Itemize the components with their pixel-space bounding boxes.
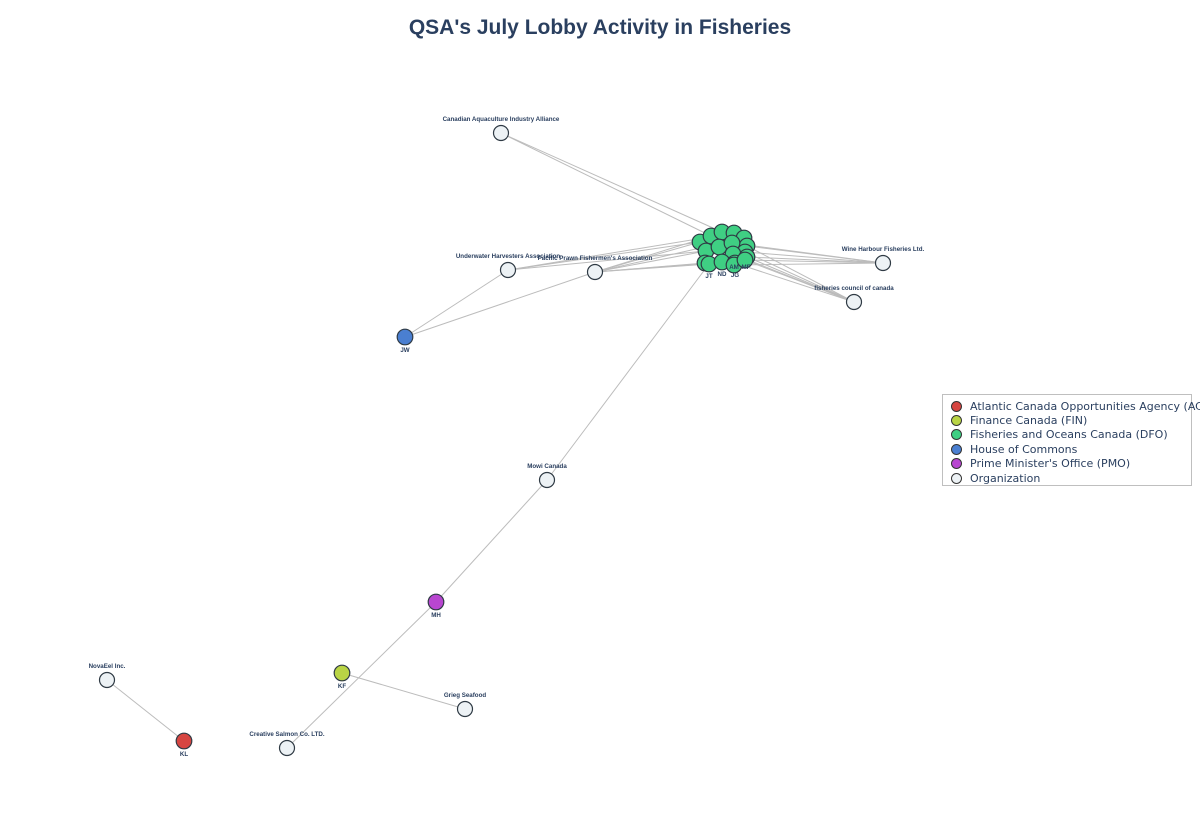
node-label: Grieg Seafood [444, 692, 487, 699]
legend-label: House of Commons [970, 442, 1078, 456]
node-underwater-harvesters-association[interactable]: Underwater Harvesters Association [456, 253, 561, 279]
node-label: fisheries council of canada [814, 285, 894, 292]
node-label: MH [431, 612, 441, 619]
node-label: Canadian Aquaculture Industry Alliance [443, 116, 560, 123]
legend-item-fin[interactable]: Finance Canada (FIN) [951, 413, 1191, 427]
edge-kl-novaeel [106, 679, 185, 742]
edge-whf-d10 [744, 251, 884, 264]
legend-label: Prime Minister's Office (PMO) [970, 457, 1131, 471]
node-label: JW [400, 347, 409, 354]
legend-swatch [951, 429, 962, 441]
edge-fcc-d16 [734, 262, 855, 303]
legend-label: Fisheries and Oceans Canada (DFO) [970, 428, 1168, 442]
node-jt[interactable]: JT [700, 255, 718, 280]
node-label: JG [731, 272, 739, 279]
legend-label: Organization [970, 471, 1041, 485]
edge-caia-d2 [500, 132, 712, 237]
legend-item-dfo[interactable]: Fisheries and Oceans Canada (DFO) [951, 428, 1191, 442]
edge-whf-d18 [744, 259, 884, 264]
node-mf[interactable]: MF [736, 251, 754, 271]
node-label: Mowi Canada [527, 463, 567, 470]
edge-fcc-d18 [744, 259, 855, 303]
legend-swatch [951, 443, 962, 455]
node-wine-harbour-fisheries-ltd[interactable]: Wine Harbour Fisheries Ltd. [842, 246, 925, 272]
node-label: NovaEel Inc. [89, 663, 126, 670]
node-marker[interactable] [736, 251, 754, 269]
node-creative-salmon-co-ltd[interactable]: Creative Salmon Co. LTD. [249, 731, 325, 757]
node-fisheries-council-of-canada[interactable]: fisheries council of canada [814, 285, 894, 311]
legend-item-org[interactable]: Organization [951, 471, 1191, 485]
chart-title: QSA's July Lobby Activity in Fisheries [408, 16, 792, 39]
legend-label: Atlantic Canada Opportunities Agency (AC… [970, 399, 1200, 413]
legend-swatch [951, 415, 962, 427]
edge-mh-csc [286, 601, 437, 749]
node-marker[interactable] [427, 593, 445, 611]
node-marker[interactable] [845, 293, 863, 311]
node-label: JT [705, 273, 712, 280]
node-kl[interactable]: KL [175, 732, 193, 758]
legend-item-pmo[interactable]: Prime Minister's Office (PMO) [951, 457, 1191, 471]
edge-uha-d1 [507, 241, 701, 271]
node-canadian-aquaculture-industry-alliance[interactable]: Canadian Aquaculture Industry Alliance [443, 116, 560, 142]
node-jw[interactable]: JW [396, 328, 414, 354]
node-label: Pacific Prawn Fishermen's Association [538, 255, 653, 262]
legend-item-acoa[interactable]: Atlantic Canada Opportunities Agency (AC… [951, 399, 1200, 413]
node-marker[interactable] [333, 664, 351, 682]
legend-item-hoc[interactable]: House of Commons [951, 442, 1191, 456]
node-marker[interactable] [586, 263, 604, 281]
node-label: ND [718, 271, 727, 278]
node-layer: Canadian Aquaculture Industry AllianceUn… [89, 116, 925, 758]
edge-layer [106, 132, 884, 749]
node-label: Wine Harbour Fisheries Ltd. [842, 246, 925, 253]
node-grieg-seafood[interactable]: Grieg Seafood [444, 692, 487, 718]
edge-jw-ppfa [404, 271, 596, 338]
node-kf[interactable]: KF [333, 664, 351, 690]
edge-whf-d9 [731, 242, 884, 264]
legend: Atlantic Canada Opportunities Agency (AC… [942, 394, 1200, 486]
edge-ppfa-d7 [594, 250, 707, 273]
legend-swatch [951, 458, 962, 470]
edge-fcc-d10 [744, 251, 855, 303]
node-novaeel-inc[interactable]: NovaEel Inc. [89, 663, 126, 689]
node-label: Creative Salmon Co. LTD. [249, 731, 324, 738]
node-marker[interactable] [538, 471, 556, 489]
legend-swatch [951, 400, 962, 412]
node-label: MF [742, 264, 751, 271]
node-marker[interactable] [874, 254, 892, 272]
node-marker[interactable] [278, 739, 296, 757]
node-label: KF [338, 683, 346, 690]
node-marker[interactable] [499, 261, 517, 279]
edge-caia-d3 [500, 132, 723, 233]
legend-swatch [951, 472, 962, 484]
node-marker[interactable] [98, 671, 116, 689]
node-label: KL [180, 751, 188, 758]
edge-mh-mowi [435, 479, 548, 603]
legend-label: Finance Canada (FIN) [970, 414, 1088, 428]
node-pacific-prawn-fishermen-s-association[interactable]: Pacific Prawn Fishermen's Association [538, 255, 653, 281]
node-label: Underwater Harvesters Association [456, 253, 561, 260]
node-marker[interactable] [175, 732, 193, 750]
node-mh[interactable]: MH [427, 593, 445, 619]
edge-fcc-d6 [746, 245, 855, 303]
node-marker[interactable] [396, 328, 414, 346]
edge-kf-grieg [341, 672, 466, 710]
edge-jw-uha [404, 269, 509, 338]
edge-fcc-d12 [746, 256, 855, 303]
node-label: AM [729, 264, 739, 271]
node-marker[interactable] [456, 700, 474, 718]
node-marker[interactable] [492, 124, 510, 142]
edge-mowi-d14 [546, 263, 710, 481]
node-mowi-canada[interactable]: Mowi Canada [527, 463, 567, 489]
